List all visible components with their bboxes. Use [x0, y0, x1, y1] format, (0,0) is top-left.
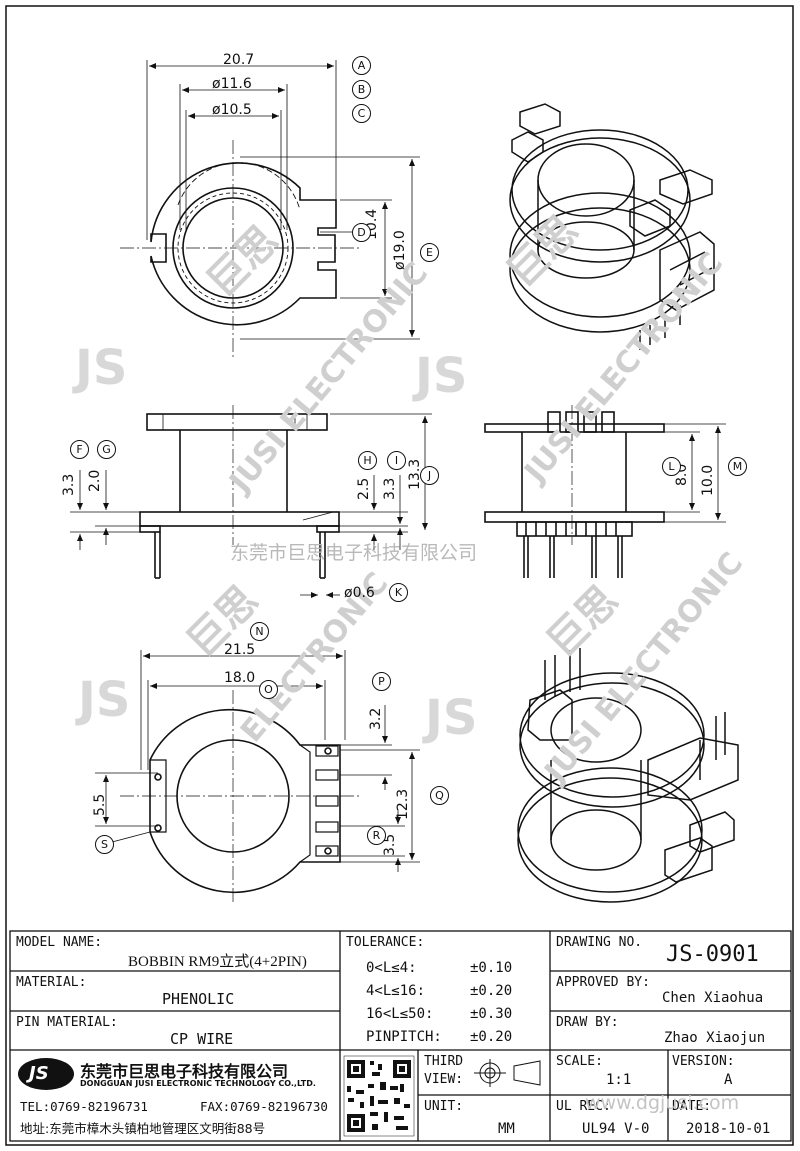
scale-value: 1:1 — [606, 1072, 632, 1088]
watermark-logo-2: JS — [415, 348, 468, 404]
ul-rec-value: UL94 V-0 — [582, 1121, 650, 1137]
marker-b: B — [352, 80, 371, 99]
dim-2-0: 2.0 — [87, 469, 103, 492]
approved-by-label: APPROVED BY: — [556, 975, 650, 990]
marker-c: C — [352, 104, 371, 123]
tol-range-3: PINPITCH: — [366, 1029, 442, 1045]
model-name-value: BOBBIN RM9立式(4+2PIN) — [128, 954, 307, 970]
marker-q: Q — [430, 786, 449, 805]
dim-20-7: 20.7 — [223, 52, 255, 68]
material-label: MATERIAL: — [16, 975, 87, 990]
tol-val-0: ±0.10 — [470, 960, 513, 976]
marker-s: S — [95, 835, 114, 854]
watermark-logo-4: JS — [425, 690, 478, 746]
watermark-company: 东莞市巨思电子科技有限公司 — [230, 542, 478, 564]
marker-d: D — [352, 223, 371, 242]
dim-18-0: 18.0 — [224, 670, 256, 686]
side-view-dimensions — [664, 423, 726, 523]
dim-3-3-left: 3.3 — [61, 473, 77, 496]
front-view — [139, 405, 340, 579]
pin-material-label: PIN MATERIAL: — [16, 1015, 118, 1030]
draw-by-label: DRAW BY: — [556, 1015, 619, 1030]
iso-view-top — [509, 103, 715, 350]
web-watermark: www.dgjusi.com — [585, 1092, 740, 1114]
approved-by-value: Chen Xiaohua — [662, 990, 764, 1006]
marker-g: G — [97, 440, 116, 459]
pin-material-value: CP WIRE — [170, 1030, 234, 1048]
marker-n: N — [250, 622, 269, 641]
date-value: 2018-10-01 — [686, 1121, 771, 1137]
marker-p: P — [372, 672, 391, 691]
marker-l: L — [662, 457, 681, 476]
dim-10-0: 10.0 — [700, 464, 716, 496]
company-name-en: DONGGUAN JUSI ELECTRONIC TECHNOLOGY CO.,… — [80, 1079, 316, 1088]
front-view-dimensions — [70, 413, 432, 598]
watermark-logo-1: JS — [75, 340, 128, 396]
tolerance-label: TOLERANCE: — [346, 935, 425, 950]
company-name-cn: 东莞市巨思电子科技有限公司 — [80, 1062, 289, 1081]
dim-5-5: 5.5 — [92, 793, 108, 816]
draw-by-value: Zhao Xiaojun — [664, 1030, 766, 1046]
date-label: DATE: — [672, 1099, 712, 1114]
company-address: 地址:东莞市樟木头镇柏地管理区文明街88号 — [20, 1121, 266, 1136]
version-value: A — [724, 1072, 733, 1088]
side-view — [484, 405, 665, 578]
top-view — [120, 140, 360, 360]
dim-19-0: ø19.0 — [392, 230, 408, 270]
tol-range-2: 16<L≤50: — [366, 1006, 434, 1022]
company-logo-text: JS — [29, 1063, 49, 1084]
dim-10-5: ø10.5 — [212, 102, 252, 118]
dim-12-3: 12.3 — [395, 788, 411, 820]
marker-r: R — [367, 826, 386, 845]
marker-e: E — [420, 243, 439, 262]
tol-range-1: 4<L≤16: — [366, 983, 426, 999]
dim-21-5: 21.5 — [224, 642, 256, 658]
title-block-grid — [9, 930, 792, 1142]
marker-i: I — [387, 451, 406, 470]
bottom-view-dimensions — [95, 650, 420, 872]
marker-h: H — [358, 451, 377, 470]
tol-val-1: ±0.20 — [470, 983, 513, 999]
marker-a: A — [352, 56, 371, 75]
ul-rec-label: UL REC: — [556, 1099, 611, 1114]
marker-m: M — [728, 457, 747, 476]
company-fax: FAX:0769-82196730 — [200, 1099, 328, 1114]
marker-k: K — [389, 583, 408, 602]
third-angle-projection-symbol — [474, 1059, 541, 1087]
model-name-label: MODEL NAME: — [16, 935, 103, 950]
version-label: VERSION: — [672, 1054, 735, 1069]
unit-value: MM — [498, 1121, 515, 1137]
scale-label: SCALE: — [556, 1054, 603, 1069]
unit-label: UNIT: — [424, 1099, 464, 1114]
drawing-no-label: DRAWING NO. — [556, 935, 643, 950]
third-view-label-1: THIRD — [424, 1054, 464, 1069]
company-logo-oval — [18, 1058, 74, 1090]
dim-11-6: ø11.6 — [212, 76, 252, 92]
third-view-label-2: VIEW: — [424, 1072, 464, 1087]
marker-f: F — [70, 440, 89, 459]
tol-val-2: ±0.30 — [470, 1006, 513, 1022]
dim-2-5: 2.5 — [356, 477, 372, 500]
material-value: PHENOLIC — [162, 990, 235, 1008]
dim-0-6: ø0.6 — [344, 585, 375, 601]
drawing-no-value: JS-0901 — [666, 942, 759, 967]
company-tel: TEL:0769-82196731 — [20, 1099, 148, 1114]
marker-o: O — [259, 680, 278, 699]
qr-code — [343, 1055, 415, 1137]
dim-3-2: 3.2 — [368, 707, 384, 730]
sheet-border — [5, 5, 794, 1146]
top-view-dimensions — [146, 60, 420, 340]
tol-val-3: ±0.20 — [470, 1029, 513, 1045]
dim-3-3-right: 3.3 — [382, 477, 398, 500]
tol-range-0: 0<L≤4: — [366, 960, 417, 976]
iso-view-bottom — [517, 648, 739, 903]
marker-j: J — [420, 466, 439, 485]
watermark-logo-3: JS — [78, 672, 131, 728]
